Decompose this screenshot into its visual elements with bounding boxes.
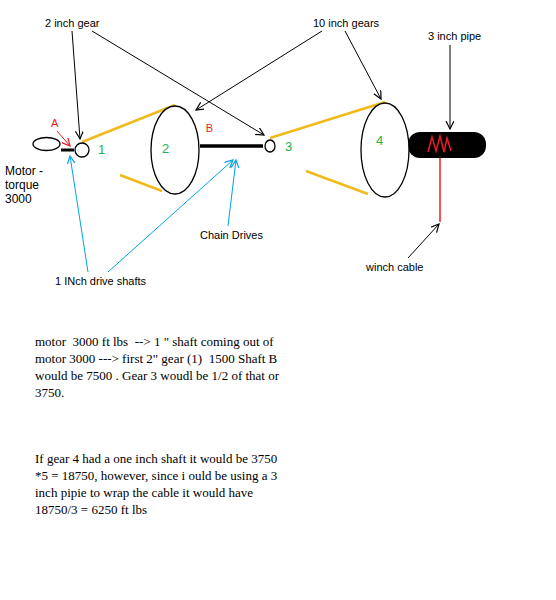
leader-arrow [70, 156, 88, 272]
gear-node: 2 [150, 105, 200, 195]
gear-number: 2 [162, 141, 169, 157]
leader-arrow [408, 224, 439, 258]
gear-outline [360, 102, 410, 198]
drive-shaft [200, 144, 263, 148]
callout-label: 10 inch gears [313, 17, 379, 30]
winch-cable [439, 150, 441, 222]
gear-shape [151, 106, 199, 194]
leader-arrow [72, 31, 80, 139]
gear-node: 1 [74, 142, 110, 159]
pipe-drum [408, 132, 486, 158]
leader-arrow [450, 45, 451, 129]
gear-number: 3 [285, 139, 292, 155]
cable-wrap [428, 136, 451, 152]
gear-shape [265, 140, 275, 152]
motor-outline [5, 137, 61, 153]
motor-label: Motor - torque 3000 [5, 164, 53, 206]
note-text: If gear 4 had a one inch shaft it would … [35, 450, 283, 518]
callout-letter: A [51, 117, 58, 130]
leader-arrow [196, 31, 322, 110]
gear-number: 1 [98, 142, 105, 158]
callout-label: Chain Drives [200, 229, 263, 242]
gear-node: 3 [263, 138, 297, 154]
callout-label: 2 inch gear [45, 17, 99, 30]
shaft-letter: B [205, 122, 214, 135]
note-text: motor 3000 ft lbs --> 1 " shaft coming o… [35, 333, 283, 401]
gear-shape [361, 103, 409, 197]
motor-node: Motor - torque 3000 [5, 137, 61, 208]
callout-label: 3 inch pipe [428, 30, 481, 43]
gear-node: 4 [360, 102, 410, 198]
gear-shape [75, 143, 89, 157]
leader-arrow [228, 160, 236, 226]
leader-arrow [345, 31, 381, 99]
chain-lower [306, 171, 368, 194]
motor-shape [33, 138, 60, 151]
drive-shaft [61, 149, 74, 152]
gear-number: 4 [376, 133, 383, 149]
callout-label: 1 INch drive shafts [55, 275, 146, 288]
gear-outline [150, 105, 200, 195]
callout-label: winch cable [366, 261, 423, 274]
